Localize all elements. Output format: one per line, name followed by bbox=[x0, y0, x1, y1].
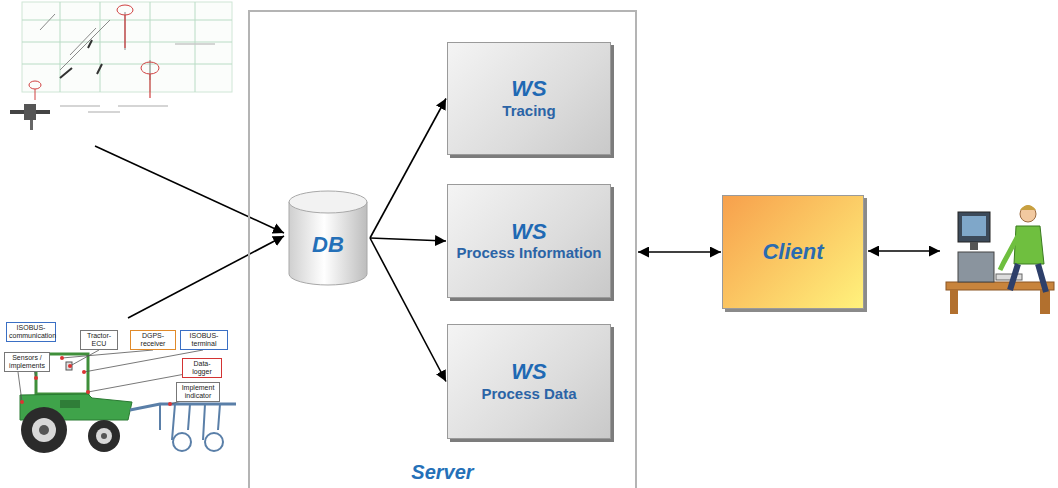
tractor-illustration-part bbox=[21, 407, 67, 453]
tractor-illustration bbox=[18, 350, 236, 453]
component-tag: Sensors / implements bbox=[4, 352, 50, 372]
node-label: DGPS-receiver bbox=[133, 332, 173, 348]
node-label: WS bbox=[511, 76, 546, 101]
user-illustration-part bbox=[958, 252, 994, 282]
tractor-illustration-part bbox=[39, 425, 49, 435]
component-tag: ISOBUS-communication bbox=[6, 322, 56, 342]
service-box: WSProcess Data bbox=[447, 324, 611, 439]
flow-arrow bbox=[370, 99, 446, 239]
field-map-part bbox=[40, 12, 150, 80]
user-illustration-part bbox=[970, 242, 978, 250]
user-illustration-part bbox=[1020, 205, 1036, 210]
field-map-part bbox=[30, 120, 33, 130]
user-arrow bbox=[868, 250, 940, 252]
component-tag: Data-logger bbox=[182, 358, 222, 378]
tractor-illustration-part bbox=[160, 404, 220, 440]
node-label: DB bbox=[312, 232, 344, 258]
tractor-illustration-part bbox=[173, 433, 191, 451]
node-label: Server bbox=[250, 461, 635, 484]
field-map-part bbox=[125, 15, 150, 98]
input-arrows-part bbox=[95, 146, 284, 233]
tractor-illustration-part bbox=[101, 433, 107, 439]
tractor-illustration-part bbox=[34, 376, 38, 380]
node-sublabel: Tracing bbox=[502, 102, 555, 121]
tractor-illustration-part bbox=[66, 362, 72, 370]
flow-arrow bbox=[370, 238, 446, 241]
tractor-illustration-part bbox=[60, 356, 64, 360]
service-box: WSTracing bbox=[447, 42, 611, 155]
node-label: Sensors / implements bbox=[7, 354, 47, 370]
node-sublabel: Process Data bbox=[481, 385, 576, 404]
field-map-part bbox=[117, 5, 133, 15]
tractor-illustration-part bbox=[205, 433, 223, 451]
component-tag: Implement indicator bbox=[176, 382, 220, 402]
node-label: Tractor-ECU bbox=[83, 332, 115, 348]
field-map-part bbox=[22, 2, 232, 92]
service-box: WSProcess Information bbox=[447, 184, 611, 298]
tractor-illustration-part bbox=[168, 402, 172, 406]
user-illustration-part bbox=[1020, 206, 1036, 222]
node-label: ISOBUS-communication bbox=[9, 324, 53, 340]
tractor-illustration-part bbox=[86, 390, 90, 394]
client-box: Client bbox=[722, 195, 864, 309]
field-map-part bbox=[22, 2, 232, 92]
flow-arrow bbox=[370, 238, 446, 382]
tractor-illustration-part bbox=[32, 418, 56, 442]
flow-arrow bbox=[638, 251, 721, 253]
user-illustration-part bbox=[996, 274, 1022, 280]
component-tag: ISOBUS-terminal bbox=[180, 330, 228, 350]
node-label: Data-logger bbox=[185, 360, 219, 376]
node-label: ISOBUS-terminal bbox=[183, 332, 225, 348]
user-illustration-part bbox=[1040, 290, 1050, 314]
user-illustration bbox=[946, 205, 1054, 314]
user-illustration-part bbox=[950, 290, 958, 314]
database-cylinder: DB bbox=[287, 190, 369, 286]
field-map-part bbox=[60, 44, 215, 112]
cylinder-top bbox=[289, 191, 367, 213]
node-label: Implement indicator bbox=[179, 384, 217, 400]
input-arrows-part bbox=[128, 236, 284, 318]
tractor-illustration-part bbox=[88, 420, 120, 452]
field-map-part bbox=[60, 40, 102, 78]
tractor-illustration-part bbox=[68, 364, 72, 368]
node-sublabel: Process Information bbox=[456, 244, 601, 263]
user-illustration-part bbox=[1014, 226, 1044, 264]
user-illustration-part bbox=[962, 216, 986, 236]
tractor-illustration-part bbox=[60, 400, 80, 408]
field-map-part bbox=[24, 104, 36, 120]
input-arrows bbox=[95, 146, 284, 318]
user-illustration-part bbox=[958, 212, 990, 242]
tractor-illustration-part bbox=[20, 400, 24, 404]
server-frame: ServerDBWSTracingWSProcess InformationWS… bbox=[248, 10, 637, 488]
user-illustration-part bbox=[1010, 264, 1046, 292]
node-label: Client bbox=[762, 239, 823, 265]
field-map-part bbox=[29, 81, 41, 89]
field-map-part bbox=[35, 89, 36, 100]
cylinder-body bbox=[289, 202, 367, 285]
node-label: WS bbox=[511, 359, 546, 384]
component-tag: Tractor-ECU bbox=[80, 330, 118, 350]
field-map bbox=[10, 2, 232, 130]
node-label: WS bbox=[511, 219, 546, 244]
tractor-illustration-part bbox=[82, 370, 86, 374]
field-map-part bbox=[141, 62, 159, 74]
component-tag: DGPS-receiver bbox=[130, 330, 176, 350]
tractor-illustration-part bbox=[96, 428, 112, 444]
user-illustration-part bbox=[946, 282, 1054, 290]
